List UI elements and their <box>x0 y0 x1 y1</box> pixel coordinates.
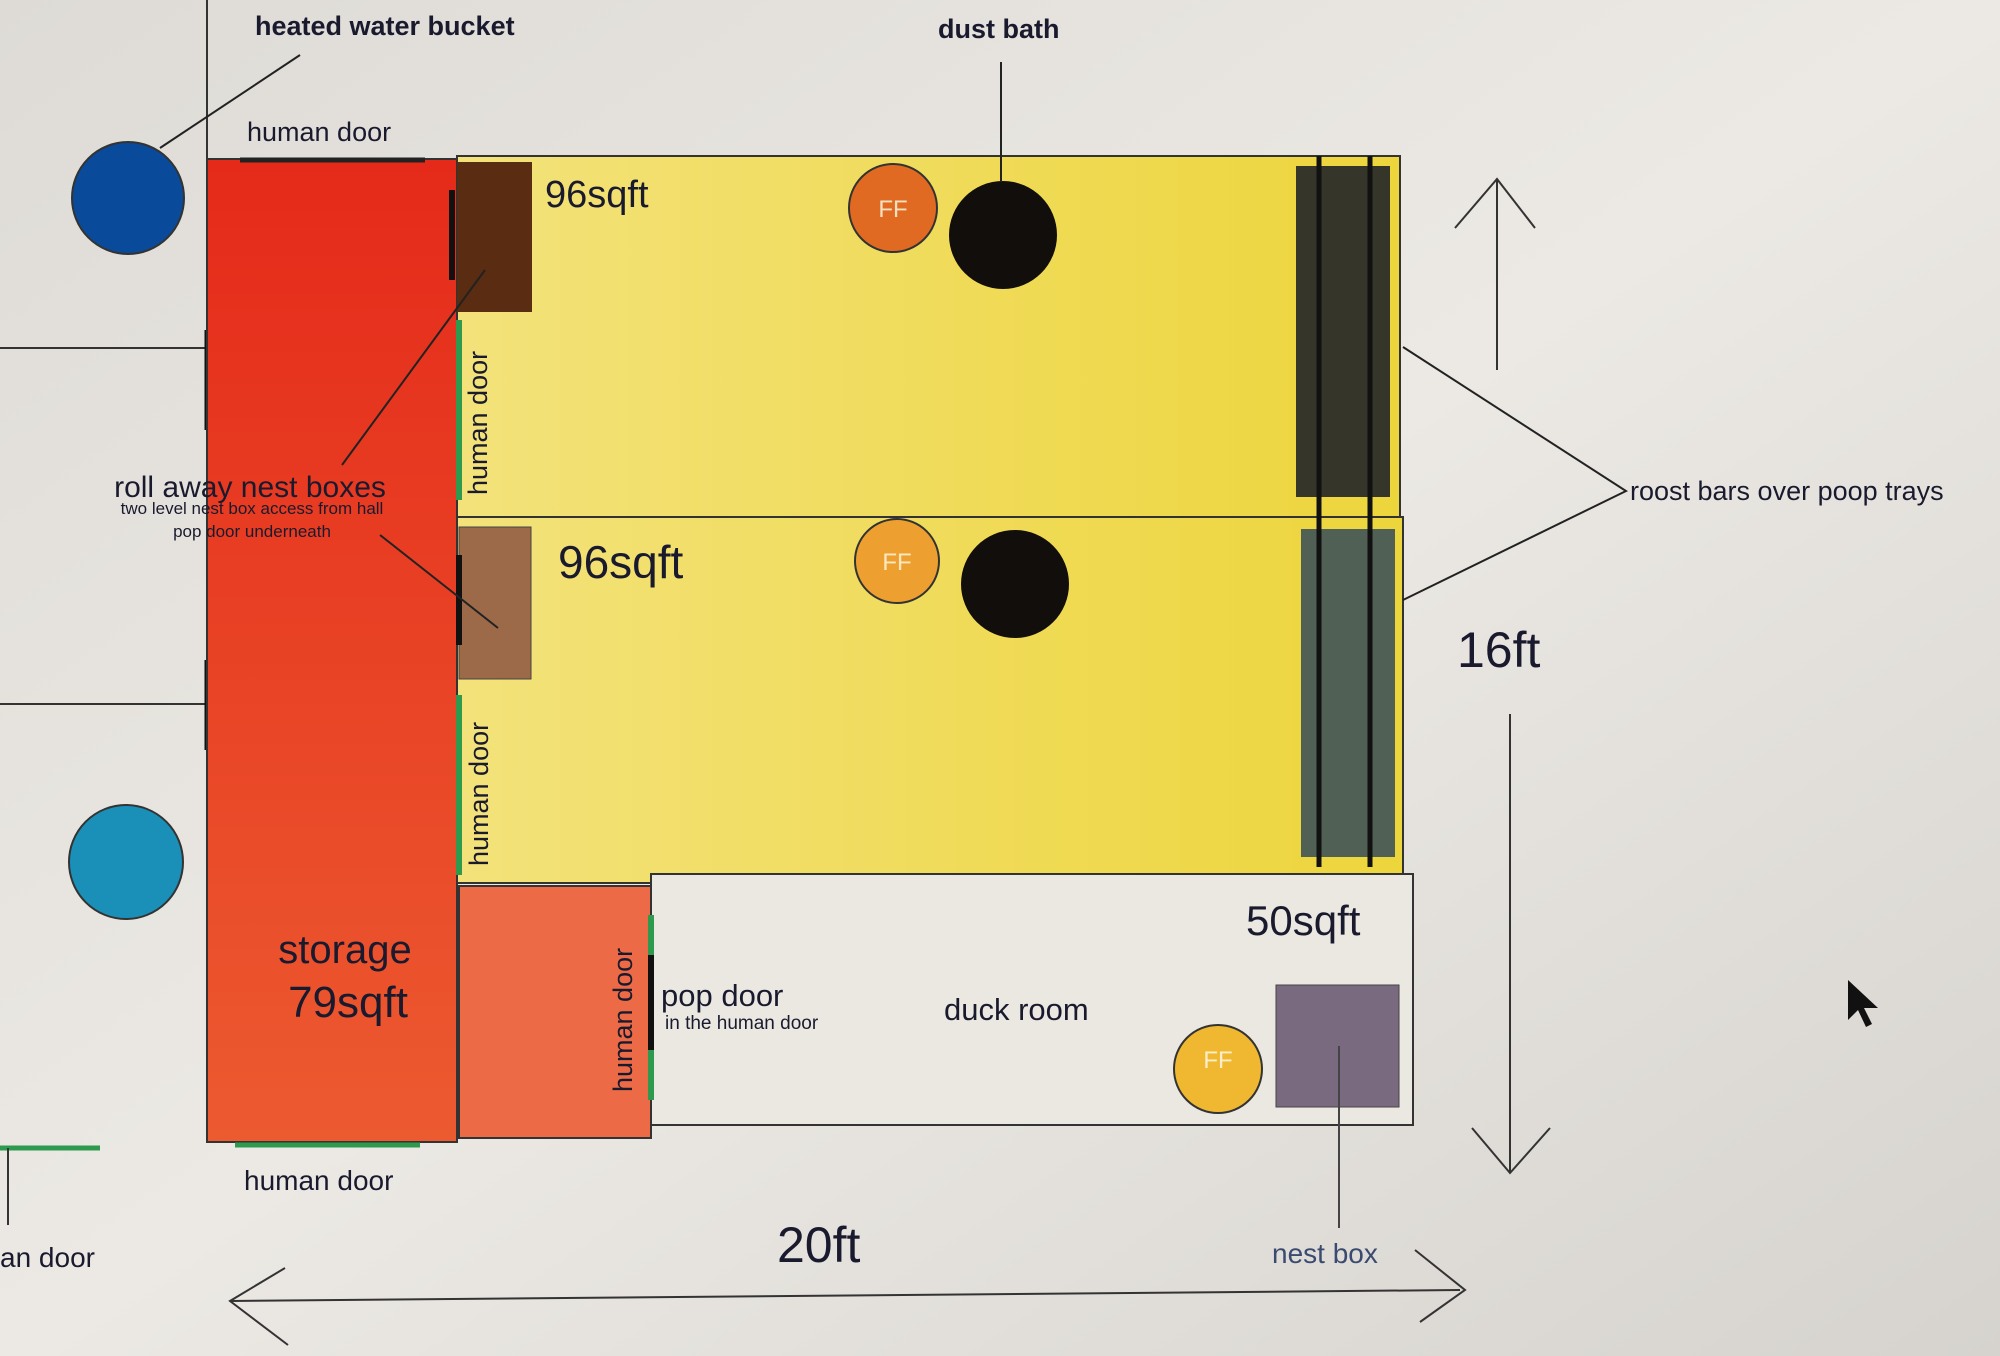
roost-label: roost bars over poop trays <box>1630 476 1944 506</box>
width-arrow <box>228 1249 1467 1346</box>
human-door-vertical-1: human door <box>463 351 493 495</box>
nest-boxes-note: pop door underneath <box>173 522 331 541</box>
nest-box-lower <box>458 526 532 680</box>
hall <box>458 885 652 1139</box>
poop-tray-2 <box>1301 529 1395 857</box>
feeder-3-label: FF <box>1203 1047 1232 1074</box>
duck-room-label: duck room <box>944 992 1089 1027</box>
dust-bath-1 <box>949 181 1057 289</box>
nest-box-upper <box>457 162 532 312</box>
pop-door-sublabel: in the human door <box>665 1013 819 1034</box>
storage-area: 79sqft <box>288 978 408 1027</box>
nest-box-duck <box>1275 984 1400 1108</box>
width-label: 20ft <box>777 1217 861 1273</box>
leader-line <box>379 534 499 629</box>
dust-bath-2 <box>961 530 1069 638</box>
dust-bath-label: dust bath <box>938 14 1060 44</box>
water-bucket <box>68 804 184 920</box>
human-door-vertical-2: human door <box>464 722 494 866</box>
mouse-cursor-icon <box>1848 980 1878 1027</box>
room1-area: 96sqft <box>545 174 649 216</box>
nest-boxes-title: roll away nest boxes <box>114 471 386 504</box>
nest-box-label: nest box <box>1272 1238 1378 1269</box>
human-door-vertical-3: human door <box>608 948 638 1092</box>
pop-door-label: pop door <box>661 978 783 1013</box>
human-door-corner-label: an door <box>0 1242 95 1273</box>
height-arrow <box>1454 177 1551 1175</box>
feeder-3 <box>1173 1024 1263 1114</box>
feeder-1 <box>848 163 938 253</box>
roost-leader <box>1402 346 1629 601</box>
heated-water-bucket <box>71 141 185 255</box>
leader-line <box>341 269 486 466</box>
feeder-2-label: FF <box>882 549 911 576</box>
nest-boxes-subtitle: two level nest box access from hall <box>121 499 384 518</box>
poop-tray-1 <box>1296 166 1390 497</box>
storage-room <box>206 158 458 1143</box>
heated-water-bucket-label: heated water bucket <box>255 11 515 41</box>
storage-label: storage <box>278 928 411 972</box>
duck-room-area: 50sqft <box>1246 897 1361 944</box>
room2-area: 96sqft <box>558 536 684 588</box>
feeder-2 <box>854 518 940 604</box>
leader-line <box>159 54 301 149</box>
human-door-top-label: human door <box>247 117 391 147</box>
height-label: 16ft <box>1457 622 1541 678</box>
feeder-1-label: FF <box>878 196 907 223</box>
human-door-bottom-label: human door <box>244 1165 393 1196</box>
